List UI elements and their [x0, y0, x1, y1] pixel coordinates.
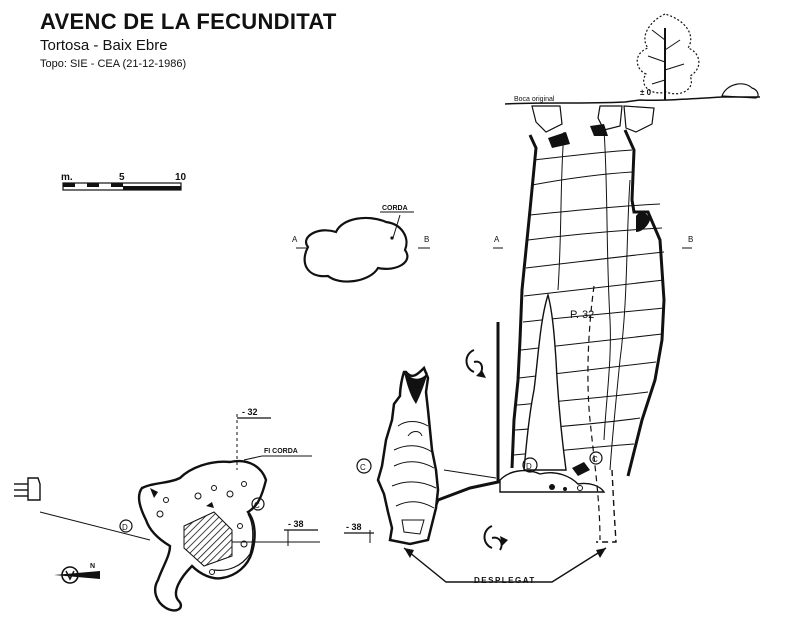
section-label-b: B	[688, 235, 693, 244]
scale-max-label: 10	[175, 172, 187, 183]
plan-depth-38: - 38	[288, 519, 304, 529]
boca-label: Boca original	[514, 96, 555, 103]
rotate-arrow-icon-lower	[483, 525, 508, 551]
section-mark-c-right: C	[592, 455, 598, 464]
north-arrow-icon: N	[54, 563, 100, 584]
plan-label-b: B	[424, 235, 429, 244]
viewpoint-icon	[14, 477, 41, 501]
shaft-section: D C P. 32 A B	[430, 105, 693, 543]
scale-mid-label: 5	[119, 172, 125, 183]
survey-credit: Topo: SIE - CEA (21-12-1986)	[40, 58, 187, 70]
corda-label: CORDA	[382, 205, 408, 212]
section-depth-38: - 38	[346, 522, 362, 532]
plan-entrance-outline	[303, 216, 409, 283]
section-label-a: A	[494, 235, 500, 244]
lower-chamber-section: C - 38	[344, 365, 440, 546]
boulder-icon	[721, 83, 759, 99]
plan-bottom: - 32 FI CORDA - 38 D C	[39, 407, 320, 612]
plan-entrance: CORDA A B	[292, 205, 430, 283]
plan-depth-32: - 32	[242, 407, 258, 417]
zero-depth-label: ± 0	[640, 88, 652, 97]
section-mark-d: D	[526, 462, 532, 471]
north-label: N	[90, 563, 95, 570]
fi-corda-label: FI CORDA	[264, 448, 298, 455]
survey-title: AVENC DE LA FECUNDITAT	[40, 9, 337, 34]
scale-bar: m. 5 10	[61, 172, 187, 191]
tree-icon	[636, 13, 700, 100]
scale-unit: m.	[61, 172, 73, 183]
chamber-mark-c: C	[360, 463, 366, 472]
rotate-arrow-icon-upper	[465, 349, 486, 378]
desplegat-bracket: DESPLEGAT	[403, 547, 607, 585]
plan-mark-c: C	[254, 501, 260, 510]
survey-location: Tortosa - Baix Ebre	[40, 37, 168, 54]
plan-mark-d: D	[122, 523, 128, 532]
surface-line	[504, 96, 760, 105]
plan-label-a: A	[292, 235, 298, 244]
pitch-label: P. 32	[570, 309, 594, 321]
desplegat-label: DESPLEGAT	[474, 576, 536, 585]
